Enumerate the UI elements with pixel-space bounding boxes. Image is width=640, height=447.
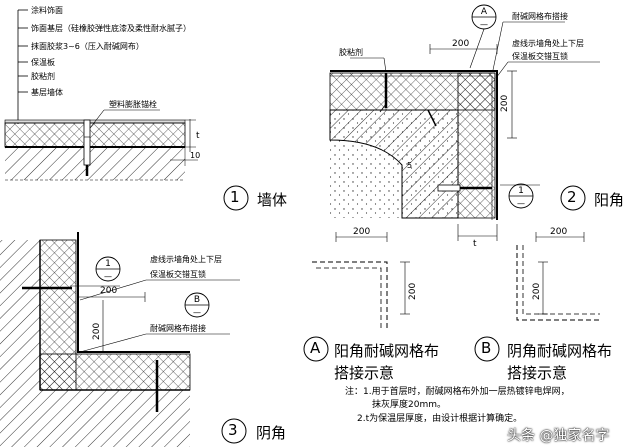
dim-5: 5 bbox=[407, 161, 412, 170]
dim-200-b-h: 200 bbox=[550, 227, 567, 237]
note-2: 2.t为保温层厚度，由设计根据计算确定。 bbox=[357, 414, 523, 424]
dim-t-2: t bbox=[473, 239, 477, 249]
layer-label-0: 涂料饰面 bbox=[31, 5, 63, 15]
caption-markers bbox=[221, 185, 586, 444]
caption-b-line-1: 阴角耐碱网格布 bbox=[507, 342, 613, 360]
detail-1-wall-section: 涂料饰面 饰面基层（硅橡胶弹性底漆及柔性耐水腻子） 抹面胶浆3~6（压入耐碱网布… bbox=[4, 5, 200, 181]
marker-b-bottom: — bbox=[193, 308, 201, 317]
caption-a-line-2: 搭接示意 bbox=[334, 364, 395, 382]
layer-label-4: 胶粘剂 bbox=[31, 71, 55, 81]
layer-label-3: 保温板 bbox=[31, 57, 55, 67]
note-1: 注：1.用于首层时，耐碱网格布外加一层热镀锌电焊网， bbox=[345, 387, 570, 397]
caption-b-letter: B bbox=[481, 339, 492, 357]
caption-a-line-1: 阳角耐碱网格布 bbox=[334, 342, 440, 360]
note-1-cont: 抹灰厚度20mm。 bbox=[372, 400, 446, 410]
sketch-b-inner-mesh: 200 200 bbox=[516, 227, 600, 321]
caption-inner-corner: 阴角 bbox=[256, 424, 287, 442]
marker-1b-top: 1 bbox=[105, 259, 111, 269]
staggered-label-2: 保温板交错互锁 bbox=[512, 51, 568, 61]
marker-1-top: 1 bbox=[518, 186, 524, 196]
dim-200-b-v: 200 bbox=[532, 283, 542, 300]
marker-b-top: B bbox=[194, 295, 200, 305]
detail-3-inner-corner: 1 — 虚线示墙角处上下层 保温板交错互锁 B — 耐碱网格布搭接 200 20… bbox=[0, 232, 240, 447]
dim-10: 10 bbox=[190, 151, 200, 160]
mesh-lap3-label: 耐碱网格布搭接 bbox=[150, 323, 206, 333]
dim-200-a-h: 200 bbox=[353, 227, 370, 237]
caption-3-number: 3 bbox=[228, 421, 238, 439]
mesh-lap-label: 耐碱网格布搭接 bbox=[512, 11, 568, 21]
staggered3-label-2: 保温板交错互锁 bbox=[150, 269, 206, 279]
dim-200-h3: 200 bbox=[100, 286, 117, 296]
caption-outer-corner: 阳角 bbox=[594, 191, 625, 209]
caption-a-letter: A bbox=[310, 339, 321, 357]
caption-1-number: 1 bbox=[230, 188, 240, 206]
watermark-text: 头条 @独家名字 bbox=[507, 428, 610, 444]
layer-label-2: 抹面胶浆3~6（压入耐碱网布） bbox=[31, 41, 144, 51]
sketch-a-outer-mesh: 200 200 bbox=[312, 227, 418, 330]
caption-2-number: 2 bbox=[567, 188, 577, 206]
dim-t-1: t bbox=[196, 131, 200, 141]
marker-1b-bottom: — bbox=[104, 272, 112, 281]
caption-b-line-2: 搭接示意 bbox=[507, 364, 568, 382]
dim-200-right: 200 bbox=[500, 95, 510, 112]
layer-label-5: 基层墙体 bbox=[31, 87, 63, 97]
glue-label: 胶粘剂 bbox=[339, 47, 363, 57]
layer-label-1: 饰面基层（硅橡胶弹性底漆及柔性耐水腻子） bbox=[31, 23, 191, 33]
dim-200-top: 200 bbox=[452, 39, 469, 49]
marker-a-bottom: — bbox=[480, 20, 488, 29]
marker-a-top: A bbox=[481, 7, 488, 17]
detail-2-outer-corner: 胶粘剂 A — 耐碱网格布搭接 虚线示墙角处上下层 保温板交错互锁 200 20… bbox=[329, 4, 600, 249]
caption-wall: 墙体 bbox=[257, 191, 288, 209]
anchor-label: 塑料膨胀锚栓 bbox=[109, 99, 157, 109]
marker-1-bottom: — bbox=[517, 199, 525, 208]
staggered-label-1: 虚线示墙角处上下层 bbox=[512, 38, 584, 48]
staggered3-label-1: 虚线示墙角处上下层 bbox=[150, 254, 222, 264]
dim-200-v3: 200 bbox=[92, 323, 102, 340]
dim-200-a-v: 200 bbox=[408, 283, 418, 300]
